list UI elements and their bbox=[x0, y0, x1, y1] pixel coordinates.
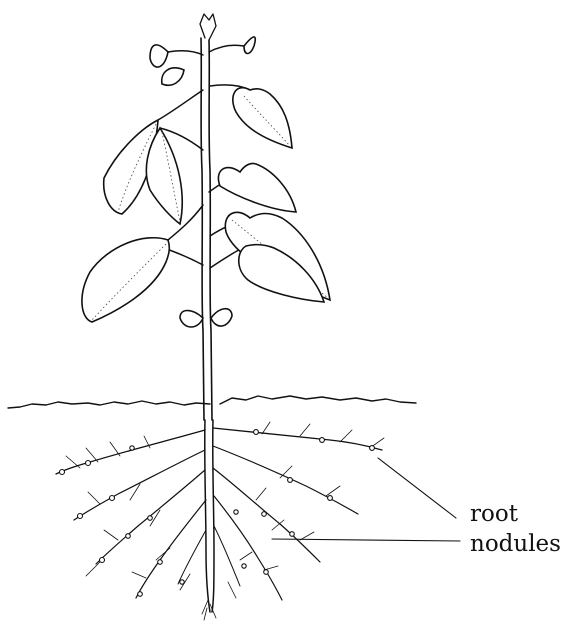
leader-line-root bbox=[378, 458, 456, 518]
label-root: root bbox=[470, 503, 518, 526]
apical-bud bbox=[200, 14, 216, 40]
leaves bbox=[82, 37, 330, 327]
main-stem bbox=[201, 38, 204, 420]
label-nodules: nodules bbox=[470, 533, 561, 556]
root-nodules bbox=[60, 430, 375, 597]
roots bbox=[56, 420, 384, 620]
